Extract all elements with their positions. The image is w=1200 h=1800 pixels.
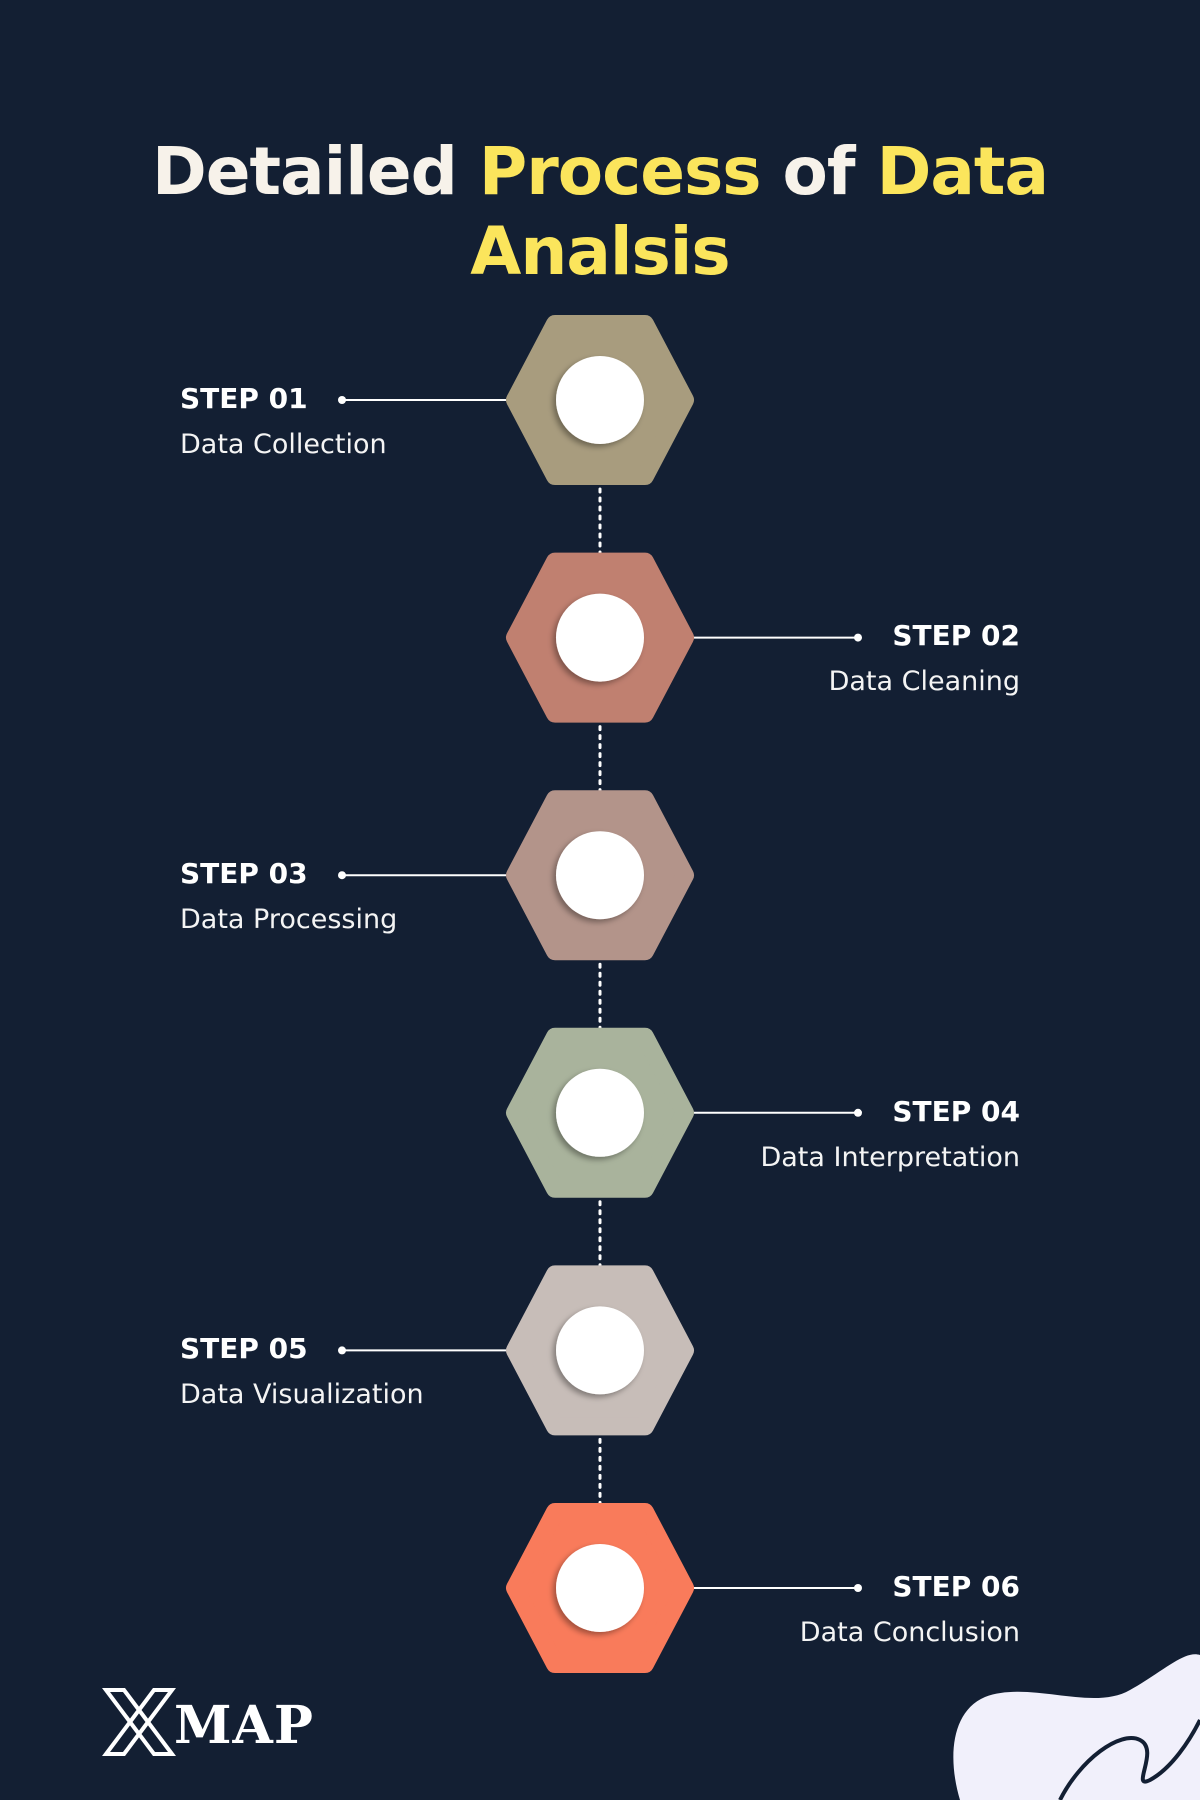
step-number: STEP 02	[892, 619, 1020, 652]
step-03: STEP 03 Data Processing	[180, 857, 540, 937]
leader-dot	[338, 396, 346, 404]
step-circle	[556, 356, 644, 444]
step-circle	[556, 831, 644, 920]
page-title: Detailed Process of Data Analsis	[0, 132, 1200, 292]
leader-dot	[854, 1108, 862, 1117]
xmap-logo: MAP	[100, 1682, 320, 1762]
step-circle	[556, 1068, 644, 1157]
step-number: STEP 03	[180, 857, 308, 890]
step-number: STEP 05	[180, 1332, 308, 1365]
x-logo-icon	[102, 1688, 176, 1756]
leader-lines	[338, 396, 862, 1592]
step-05: STEP 05 Data Visualization	[180, 1332, 540, 1412]
leader-dot	[338, 871, 346, 880]
step-06: STEP 06 Data Conclusion	[660, 1570, 1020, 1650]
title-word-analsis: Analsis	[470, 213, 730, 291]
title-word-detailed: Detailed	[151, 133, 458, 211]
step-01: STEP 01 Data Collection	[180, 382, 540, 462]
step-label: Data Conclusion	[799, 1617, 1020, 1648]
step-04: STEP 04 Data Interpretation	[660, 1095, 1020, 1175]
step-circle	[556, 1306, 644, 1395]
step-label: Data Collection	[180, 429, 387, 460]
title-word-process: Process	[478, 133, 762, 211]
step-number: STEP 06	[892, 1570, 1020, 1603]
step-circle	[556, 1544, 644, 1632]
logo-text: MAP	[174, 1695, 315, 1756]
step-circle	[556, 593, 644, 682]
step-label: Data Visualization	[180, 1379, 424, 1410]
decorative-blob	[953, 1654, 1200, 1800]
title-word-data: Data	[876, 133, 1049, 211]
step-number: STEP 04	[892, 1095, 1020, 1128]
step-label: Data Processing	[180, 904, 398, 935]
step-number: STEP 01	[180, 382, 308, 415]
step-label: Data Interpretation	[760, 1142, 1020, 1173]
step-02: STEP 02 Data Cleaning	[660, 619, 1020, 699]
leader-dot	[854, 633, 862, 642]
title-word-of: of	[782, 133, 856, 211]
step-hexagons	[506, 315, 694, 1673]
leader-dot	[338, 1346, 346, 1355]
leader-dot	[854, 1584, 862, 1592]
step-label: Data Cleaning	[828, 666, 1020, 697]
